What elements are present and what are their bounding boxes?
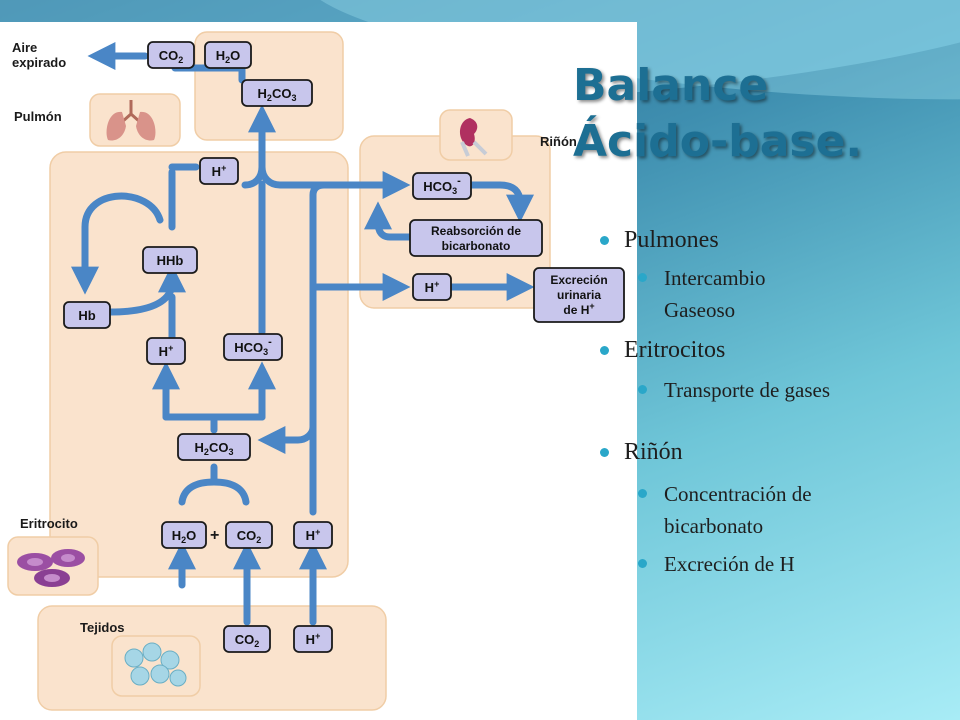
- kidney-icon-frame: [439, 109, 513, 161]
- arrow-h2co3-split: [162, 413, 266, 434]
- slide-title: Balance Ácido-base.: [573, 58, 862, 170]
- box-excrecion: Excreción urinaria de H+: [533, 267, 625, 323]
- bullet-pulmones: Pulmones: [600, 226, 950, 254]
- arrow-hhb-to-hb: [71, 192, 164, 295]
- arrow-h-up-to-kidney: [309, 181, 402, 516]
- arrow-to-kidney-hco3: [241, 163, 411, 199]
- svg-text:H+: H+: [306, 527, 321, 543]
- svg-text:H2O: H2O: [216, 48, 241, 65]
- box-h2o-low: H2O: [161, 521, 207, 549]
- svg-text:HCO3-: HCO3-: [234, 336, 272, 357]
- box-h-upper: H+: [199, 157, 239, 185]
- bullet-rinon: Riñón: [600, 438, 950, 466]
- bullet-eritrocitos: Eritrocitos: [600, 336, 950, 364]
- lung-icon-frame: [89, 93, 181, 147]
- arrow-reabsorption-loop: [364, 201, 414, 241]
- svg-text:H+: H+: [159, 343, 174, 359]
- svg-text:CO2: CO2: [235, 632, 260, 649]
- sub-bullet-excrecion: Excreción de H: [638, 548, 950, 580]
- box-hco3-kidney: HCO3-: [412, 172, 472, 200]
- box-co2-tissue: CO2: [223, 625, 271, 653]
- acid-base-diagram-panel: Aire expirado Pulmón Riñón Eritrocito Te…: [0, 22, 637, 720]
- svg-text:Hb: Hb: [78, 308, 95, 323]
- box-h2co3-top: H2CO3: [241, 79, 313, 107]
- svg-text:urinaria: urinaria: [557, 288, 601, 302]
- label-eritrocito: Eritrocito: [20, 516, 78, 531]
- svg-text:H2CO3: H2CO3: [195, 440, 234, 457]
- sub-bullet-intercambio: Intercambio Gaseoso: [638, 262, 834, 326]
- box-h-low: H+: [293, 521, 333, 549]
- box-reabsorcion: Reabsorción de bicarbonato: [409, 219, 543, 257]
- box-h-tissue: H+: [293, 625, 333, 653]
- svg-text:HCO3-: HCO3-: [423, 175, 461, 196]
- svg-text:bicarbonato: bicarbonato: [442, 239, 511, 253]
- kidney-icon: [459, 118, 488, 157]
- box-h2o-top: H2O: [204, 41, 252, 69]
- svg-text:CO2: CO2: [237, 528, 262, 545]
- sub-bullet-concentracion: Concentración de bicarbonato: [638, 478, 894, 542]
- box-hco3-mid: HCO3-: [223, 333, 283, 361]
- svg-text:Reabsorción de: Reabsorción de: [431, 224, 521, 238]
- lungs-icon: [106, 100, 156, 141]
- red-blood-cells-icon: [17, 549, 85, 587]
- svg-text:H2O: H2O: [172, 528, 197, 545]
- arrow-to-reabsorption: [466, 181, 534, 223]
- svg-text:H+: H+: [425, 279, 440, 295]
- box-h2co3-mid: H2CO3: [177, 433, 251, 461]
- box-co2-top: CO2: [147, 41, 195, 69]
- svg-text:Excreción: Excreción: [550, 273, 607, 287]
- box-h-mid: H+: [146, 337, 186, 365]
- label-rinon: Riñón: [540, 134, 577, 149]
- box-co2-low: CO2: [225, 521, 273, 549]
- plus-sign: +: [210, 527, 219, 544]
- box-hb: Hb: [63, 301, 111, 329]
- arrow-to-h2co3-mid: [257, 423, 317, 454]
- svg-text:H2CO3: H2CO3: [258, 86, 297, 103]
- label-aire: Aire: [12, 40, 37, 55]
- label-tejidos: Tejidos: [80, 620, 125, 635]
- arrow-hb-to-hhb: [106, 264, 186, 316]
- label-expirado: expirado: [12, 55, 66, 70]
- box-h-kidney: H+: [412, 273, 452, 301]
- erythrocyte-region: [49, 151, 349, 578]
- tissue-cells-icon: [124, 642, 187, 687]
- sub-bullet-transporte: Transporte de gases: [638, 374, 950, 406]
- svg-text:H+: H+: [306, 631, 321, 647]
- label-pulmon: Pulmón: [14, 109, 62, 124]
- svg-text:H+: H+: [212, 163, 227, 179]
- bullet-list: Pulmones Intercambio Gaseoso Eritrocitos…: [600, 226, 950, 580]
- svg-text:CO2: CO2: [159, 48, 184, 65]
- box-hhb: HHb: [142, 246, 198, 274]
- svg-text:HHb: HHb: [157, 253, 184, 268]
- slide-title-line1: Balance: [573, 60, 769, 111]
- svg-text:de H+: de H+: [563, 301, 594, 317]
- acid-base-diagram: Aire expirado Pulmón Riñón Eritrocito Te…: [7, 31, 625, 711]
- slide-title-line2: Ácido-base.: [573, 116, 863, 167]
